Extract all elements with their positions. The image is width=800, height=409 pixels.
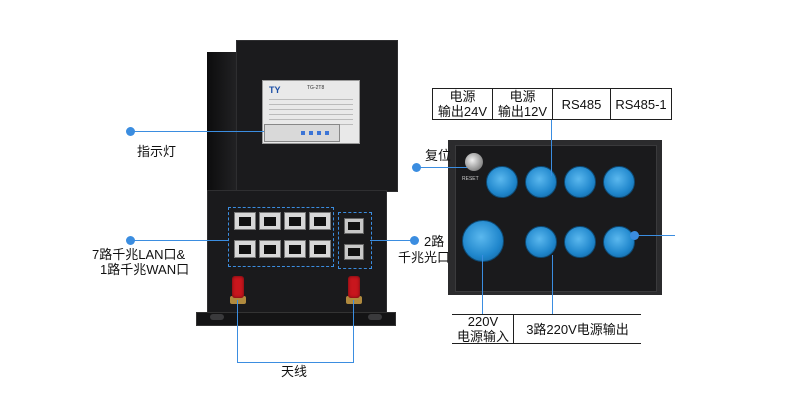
label-antenna: 天线 bbox=[281, 364, 308, 379]
cell-line: 电源 bbox=[449, 89, 476, 104]
ethernet-port bbox=[259, 240, 281, 258]
router-model: TG-2T8 bbox=[307, 85, 325, 91]
cell-line: 输出12V bbox=[497, 104, 548, 119]
table-cell-power-output: 3路220V电源输出 bbox=[513, 314, 641, 344]
ethernet-port-group bbox=[228, 207, 334, 267]
mount-hole bbox=[210, 314, 224, 320]
antenna-base bbox=[346, 296, 362, 304]
ethernet-port bbox=[234, 212, 256, 230]
callout-line bbox=[635, 235, 675, 236]
callout-line bbox=[370, 240, 415, 241]
callout-dot bbox=[410, 236, 419, 245]
power-output-220v-connector bbox=[525, 226, 557, 258]
power-output-220v-connector bbox=[564, 226, 596, 258]
router-logo: TY bbox=[269, 85, 281, 95]
callout-line bbox=[552, 255, 553, 315]
rs485-1-connector bbox=[603, 166, 635, 198]
power-output-220v-connector bbox=[603, 226, 635, 258]
cell-line: 电源输入 bbox=[456, 329, 509, 344]
indicator-led bbox=[325, 131, 329, 135]
label-reset: 复位 bbox=[425, 148, 452, 163]
callout-line bbox=[131, 240, 228, 241]
indicator-panel bbox=[264, 124, 340, 142]
reset-button[interactable] bbox=[465, 153, 483, 171]
table-cell-power-12v: 电源输出12V bbox=[492, 88, 553, 120]
cell-line: 输出24V bbox=[437, 104, 488, 119]
ethernet-port bbox=[284, 240, 306, 258]
callout-dot bbox=[126, 127, 135, 136]
callout-line bbox=[417, 167, 467, 168]
router-mount-flange bbox=[196, 312, 396, 326]
mount-hole bbox=[368, 314, 382, 320]
label-indicator: 指示灯 bbox=[137, 144, 177, 159]
callout-line bbox=[237, 300, 238, 362]
cell-line: 3路220V电源输出 bbox=[526, 321, 629, 337]
ethernet-port bbox=[284, 212, 306, 230]
callout-dot bbox=[412, 163, 421, 172]
cell-line: 电源 bbox=[509, 89, 536, 104]
sfp-port bbox=[344, 244, 364, 260]
table-cell-power-24v: 电源输出24V bbox=[432, 88, 493, 120]
callout-line bbox=[482, 255, 483, 315]
label-fiber-line2: 千兆光口 bbox=[398, 250, 451, 265]
ethernet-port bbox=[309, 240, 331, 258]
callout-line bbox=[237, 362, 354, 363]
rs485-connector bbox=[564, 166, 596, 198]
power-input-220v-connector bbox=[462, 220, 504, 262]
label-lan-line2: 1路千兆WAN口 bbox=[100, 262, 190, 277]
indicator-led bbox=[309, 131, 313, 135]
indicator-led bbox=[301, 131, 305, 135]
antenna-connector bbox=[232, 276, 244, 298]
cell-line: 220V bbox=[467, 314, 499, 329]
callout-line bbox=[353, 300, 354, 362]
cell-line: RS485 bbox=[561, 96, 602, 112]
callout-line bbox=[131, 131, 264, 132]
callout-dot bbox=[126, 236, 135, 245]
callout-line bbox=[551, 120, 552, 176]
antenna-base bbox=[230, 296, 246, 304]
power-output-24v-connector bbox=[486, 166, 518, 198]
table-cell-rs485-1: RS485-1 bbox=[610, 88, 672, 120]
cell-line: RS485-1 bbox=[615, 96, 667, 112]
antenna-connector bbox=[348, 276, 360, 298]
callout-dot bbox=[630, 231, 639, 240]
router-side-panel bbox=[207, 52, 237, 190]
label-fiber-line1: 2路 bbox=[424, 234, 445, 249]
label-lan-line1: 7路千兆LAN口& bbox=[92, 247, 186, 262]
table-cell-rs485: RS485 bbox=[552, 88, 611, 120]
power-output-12v-connector bbox=[525, 166, 557, 198]
sfp-port bbox=[344, 218, 364, 234]
indicator-led bbox=[317, 131, 321, 135]
ethernet-port bbox=[259, 212, 281, 230]
ethernet-port bbox=[309, 212, 331, 230]
ethernet-port bbox=[234, 240, 256, 258]
reset-marking: RESET bbox=[462, 176, 479, 182]
